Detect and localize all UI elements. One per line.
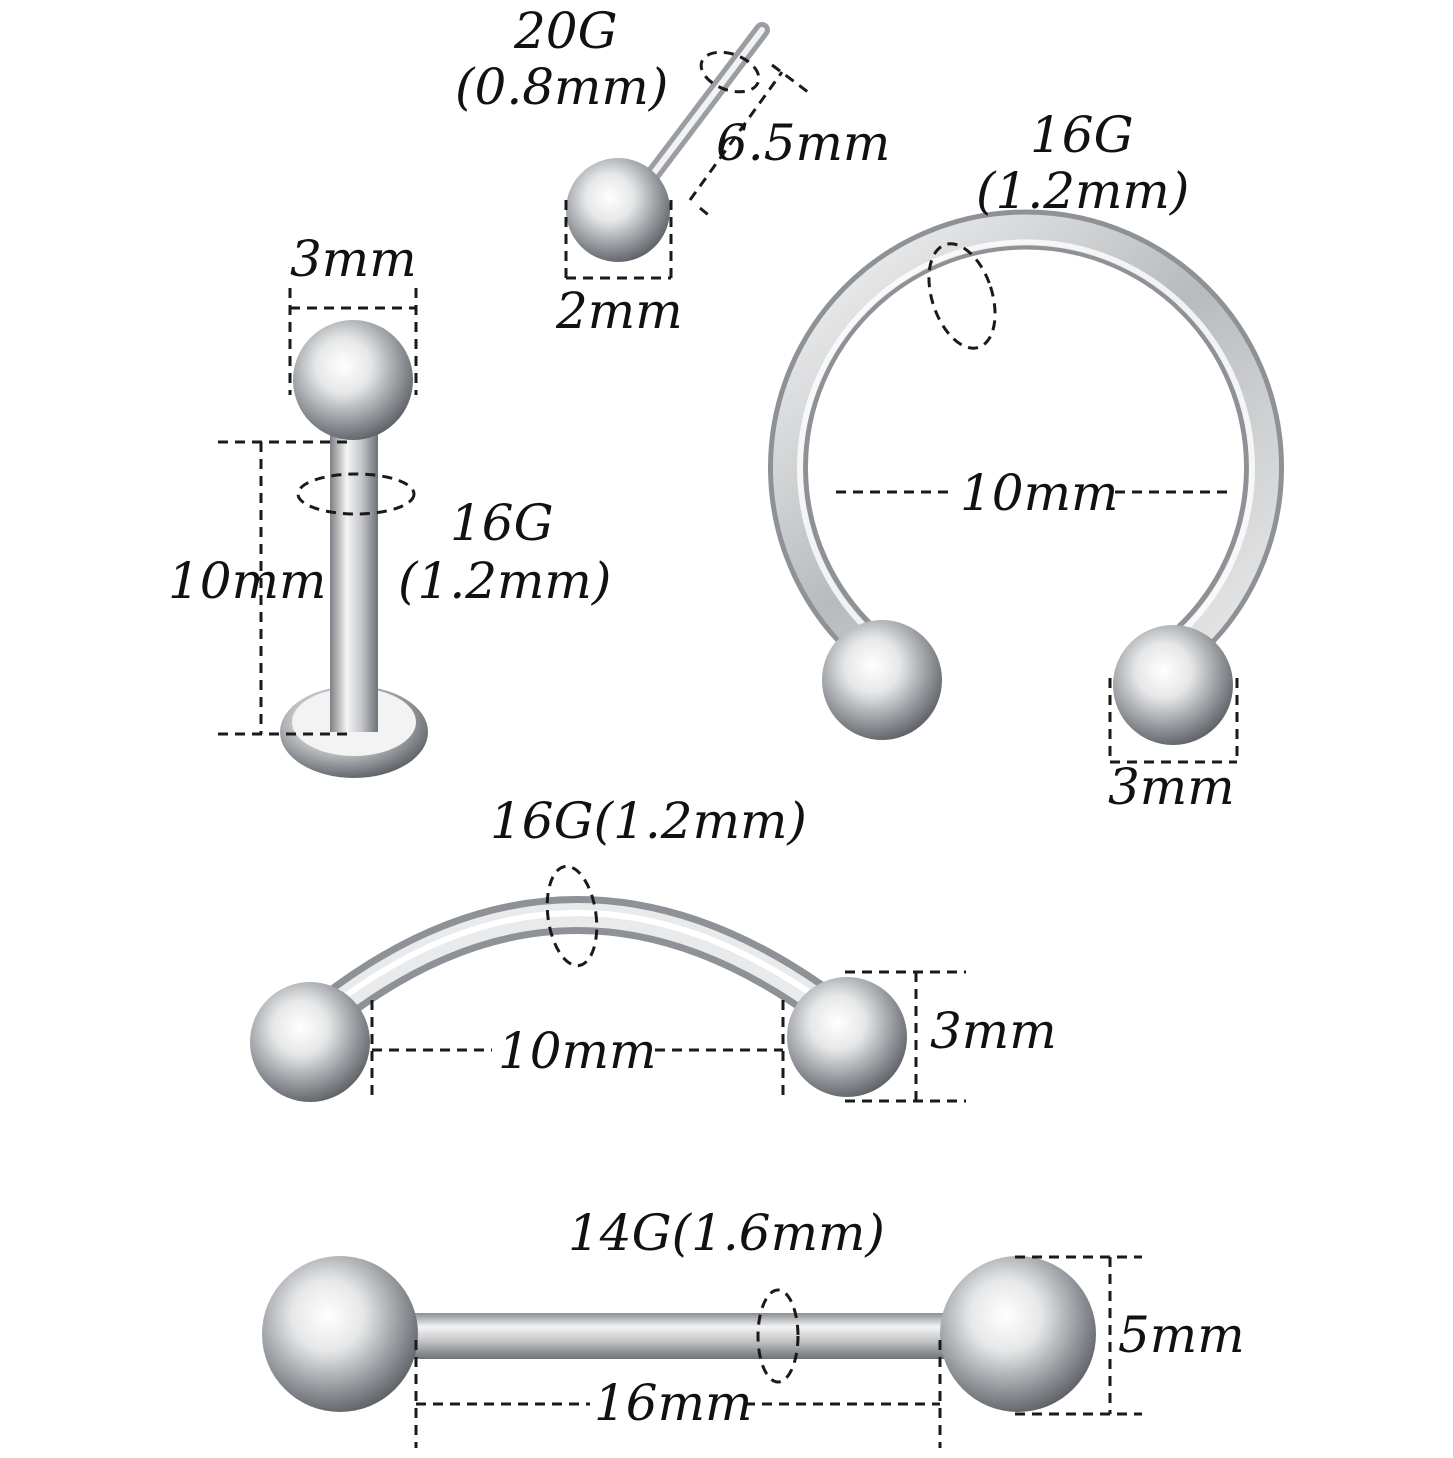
straight-barbell-ball-left: [262, 1256, 418, 1412]
curved-barbell: [250, 864, 966, 1103]
nose-stud-ball: [566, 158, 670, 262]
curved-barbell-dimensions: [370, 864, 966, 1103]
nose-stud: [564, 22, 813, 285]
straight-barbell-bar: [400, 1313, 960, 1359]
horseshoe-ball-label: 3mm: [1108, 758, 1235, 816]
straight-barbell-dimensions: [414, 1255, 1142, 1448]
horseshoe-dimensions: [836, 242, 1239, 764]
straight-barbell-ball-label: 5mm: [1118, 1306, 1245, 1364]
straight-barbell-length-label: 16mm: [594, 1374, 753, 1432]
labret-post: [330, 412, 378, 732]
horseshoe-ball-left: [822, 620, 942, 740]
straight-barbell-ball-right: [940, 1256, 1096, 1412]
straight-barbell-gauge-label: 14G(1.6mm): [568, 1204, 885, 1262]
labret-length-label: 10mm: [168, 552, 327, 610]
labret-dimensions: [218, 288, 418, 736]
horseshoe: [768, 209, 1284, 764]
curved-barbell-ball-left: [250, 982, 370, 1102]
straight-barbell: [262, 1255, 1142, 1448]
nose-stud-gauge-label: 20G: [514, 2, 618, 60]
horseshoe-ball-right: [1113, 625, 1233, 745]
labret-ball-label: 3mm: [290, 230, 417, 288]
curved-barbell-ball-right: [787, 977, 907, 1097]
nose-stud-length-label: 6.5mm: [716, 114, 891, 172]
labret-ball: [293, 320, 413, 440]
nose-stud-gauge-mm-label: (0.8mm): [455, 58, 669, 116]
curved-barbell-length-label: 10mm: [498, 1022, 657, 1080]
horseshoe-gauge-mm-label: (1.2mm): [976, 162, 1190, 220]
labret: [218, 288, 428, 778]
labret-gauge-mm-label: (1.2mm): [398, 552, 612, 610]
horseshoe-diameter-label: 10mm: [960, 464, 1119, 522]
curved-barbell-ball-label: 3mm: [930, 1002, 1057, 1060]
nose-stud-ball-label: 2mm: [556, 282, 683, 340]
labret-gauge-label: 16G: [450, 494, 554, 552]
curved-barbell-gauge-label: 16G(1.2mm): [490, 792, 807, 850]
horseshoe-gauge-label: 16G: [1030, 106, 1134, 164]
